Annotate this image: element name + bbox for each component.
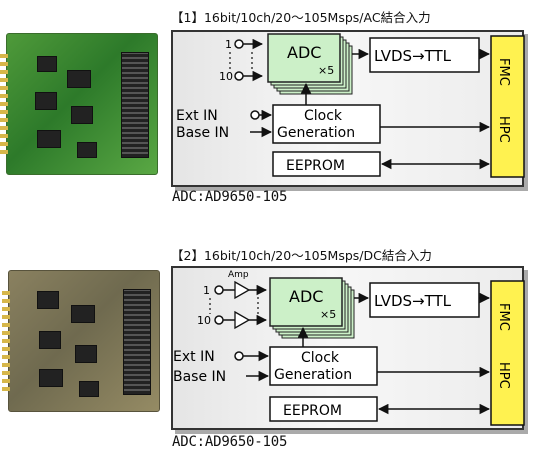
adc-label: ADC (289, 287, 323, 306)
fmc-connector (121, 52, 149, 158)
channel-label-top: 1 (203, 284, 210, 297)
ic-chip (37, 130, 61, 148)
lvds-label: LVDS→TTL (374, 292, 452, 310)
hpc-label: HPC (496, 116, 511, 143)
clock-label-line2: Generation (277, 125, 355, 141)
ic-chip (37, 291, 59, 309)
fmc-label: FMC (496, 303, 511, 331)
ic-chip (79, 381, 99, 397)
lvds-label: LVDS→TTL (374, 47, 452, 65)
fmc-hpc-block (490, 280, 525, 426)
fmc-connector (123, 289, 151, 395)
ic-chip (71, 106, 93, 124)
input-jack-icon (214, 285, 224, 295)
adc-board-photo-1 (0, 33, 158, 175)
adc-block (267, 33, 341, 83)
channel-label-bottom: 10 (219, 70, 233, 83)
ic-chip (39, 369, 63, 387)
input-jack-icon (234, 351, 244, 361)
adc-label: ADC (287, 43, 321, 62)
clock-label-line1: Clock (304, 108, 343, 124)
adc-caption-2: ADC:AD9650-105 (172, 434, 288, 450)
ext-in-label: Ext IN (173, 349, 215, 365)
ic-chip (67, 70, 91, 88)
ic-chip (39, 331, 61, 349)
clock-generation-block (272, 104, 381, 144)
ic-chip (37, 56, 57, 72)
section-title-1: 【1】16bit/10ch/20～105Msps/AC結合入力 (171, 10, 431, 25)
amp-label: Amp (228, 270, 249, 280)
fmc-label: FMC (496, 58, 511, 86)
section-title-2: 【2】16bit/10ch/20～105Msps/DC結合入力 (171, 248, 432, 263)
channel-label-bottom: 10 (197, 314, 211, 327)
eeprom-block (272, 151, 381, 177)
lvds-block (369, 37, 480, 73)
eeprom-label: EEPROM (286, 158, 345, 174)
clock-label-line2: Generation (274, 367, 352, 383)
hpc-label: HPC (496, 362, 511, 389)
adc-multiplier: ×5 (318, 64, 334, 77)
input-jack-icon (214, 315, 224, 325)
ic-chip (75, 345, 97, 363)
ext-in-label: Ext IN (176, 108, 218, 124)
lvds-block (369, 282, 480, 318)
ic-chip (71, 305, 95, 323)
clock-label-line1: Clock (301, 350, 340, 366)
sma-connector-pins (2, 291, 10, 391)
sma-connector-pins (0, 54, 8, 154)
ic-chip (35, 92, 57, 110)
eeprom-block (269, 396, 378, 422)
amplifier-icon (234, 310, 251, 330)
adc-block (269, 277, 343, 327)
amplifier-icon (234, 280, 251, 300)
adc-caption-1: ADC:AD9650-105 (172, 189, 288, 205)
base-in-label: Base IN (176, 125, 229, 141)
eeprom-label: EEPROM (283, 403, 342, 419)
fmc-hpc-block (490, 35, 525, 178)
channel-label-top: 1 (225, 38, 232, 51)
adc-board-photo-2 (2, 270, 160, 412)
ic-chip (77, 142, 97, 158)
base-in-label: Base IN (173, 369, 226, 385)
clock-generation-block (269, 346, 378, 386)
adc-multiplier: ×5 (320, 308, 336, 321)
